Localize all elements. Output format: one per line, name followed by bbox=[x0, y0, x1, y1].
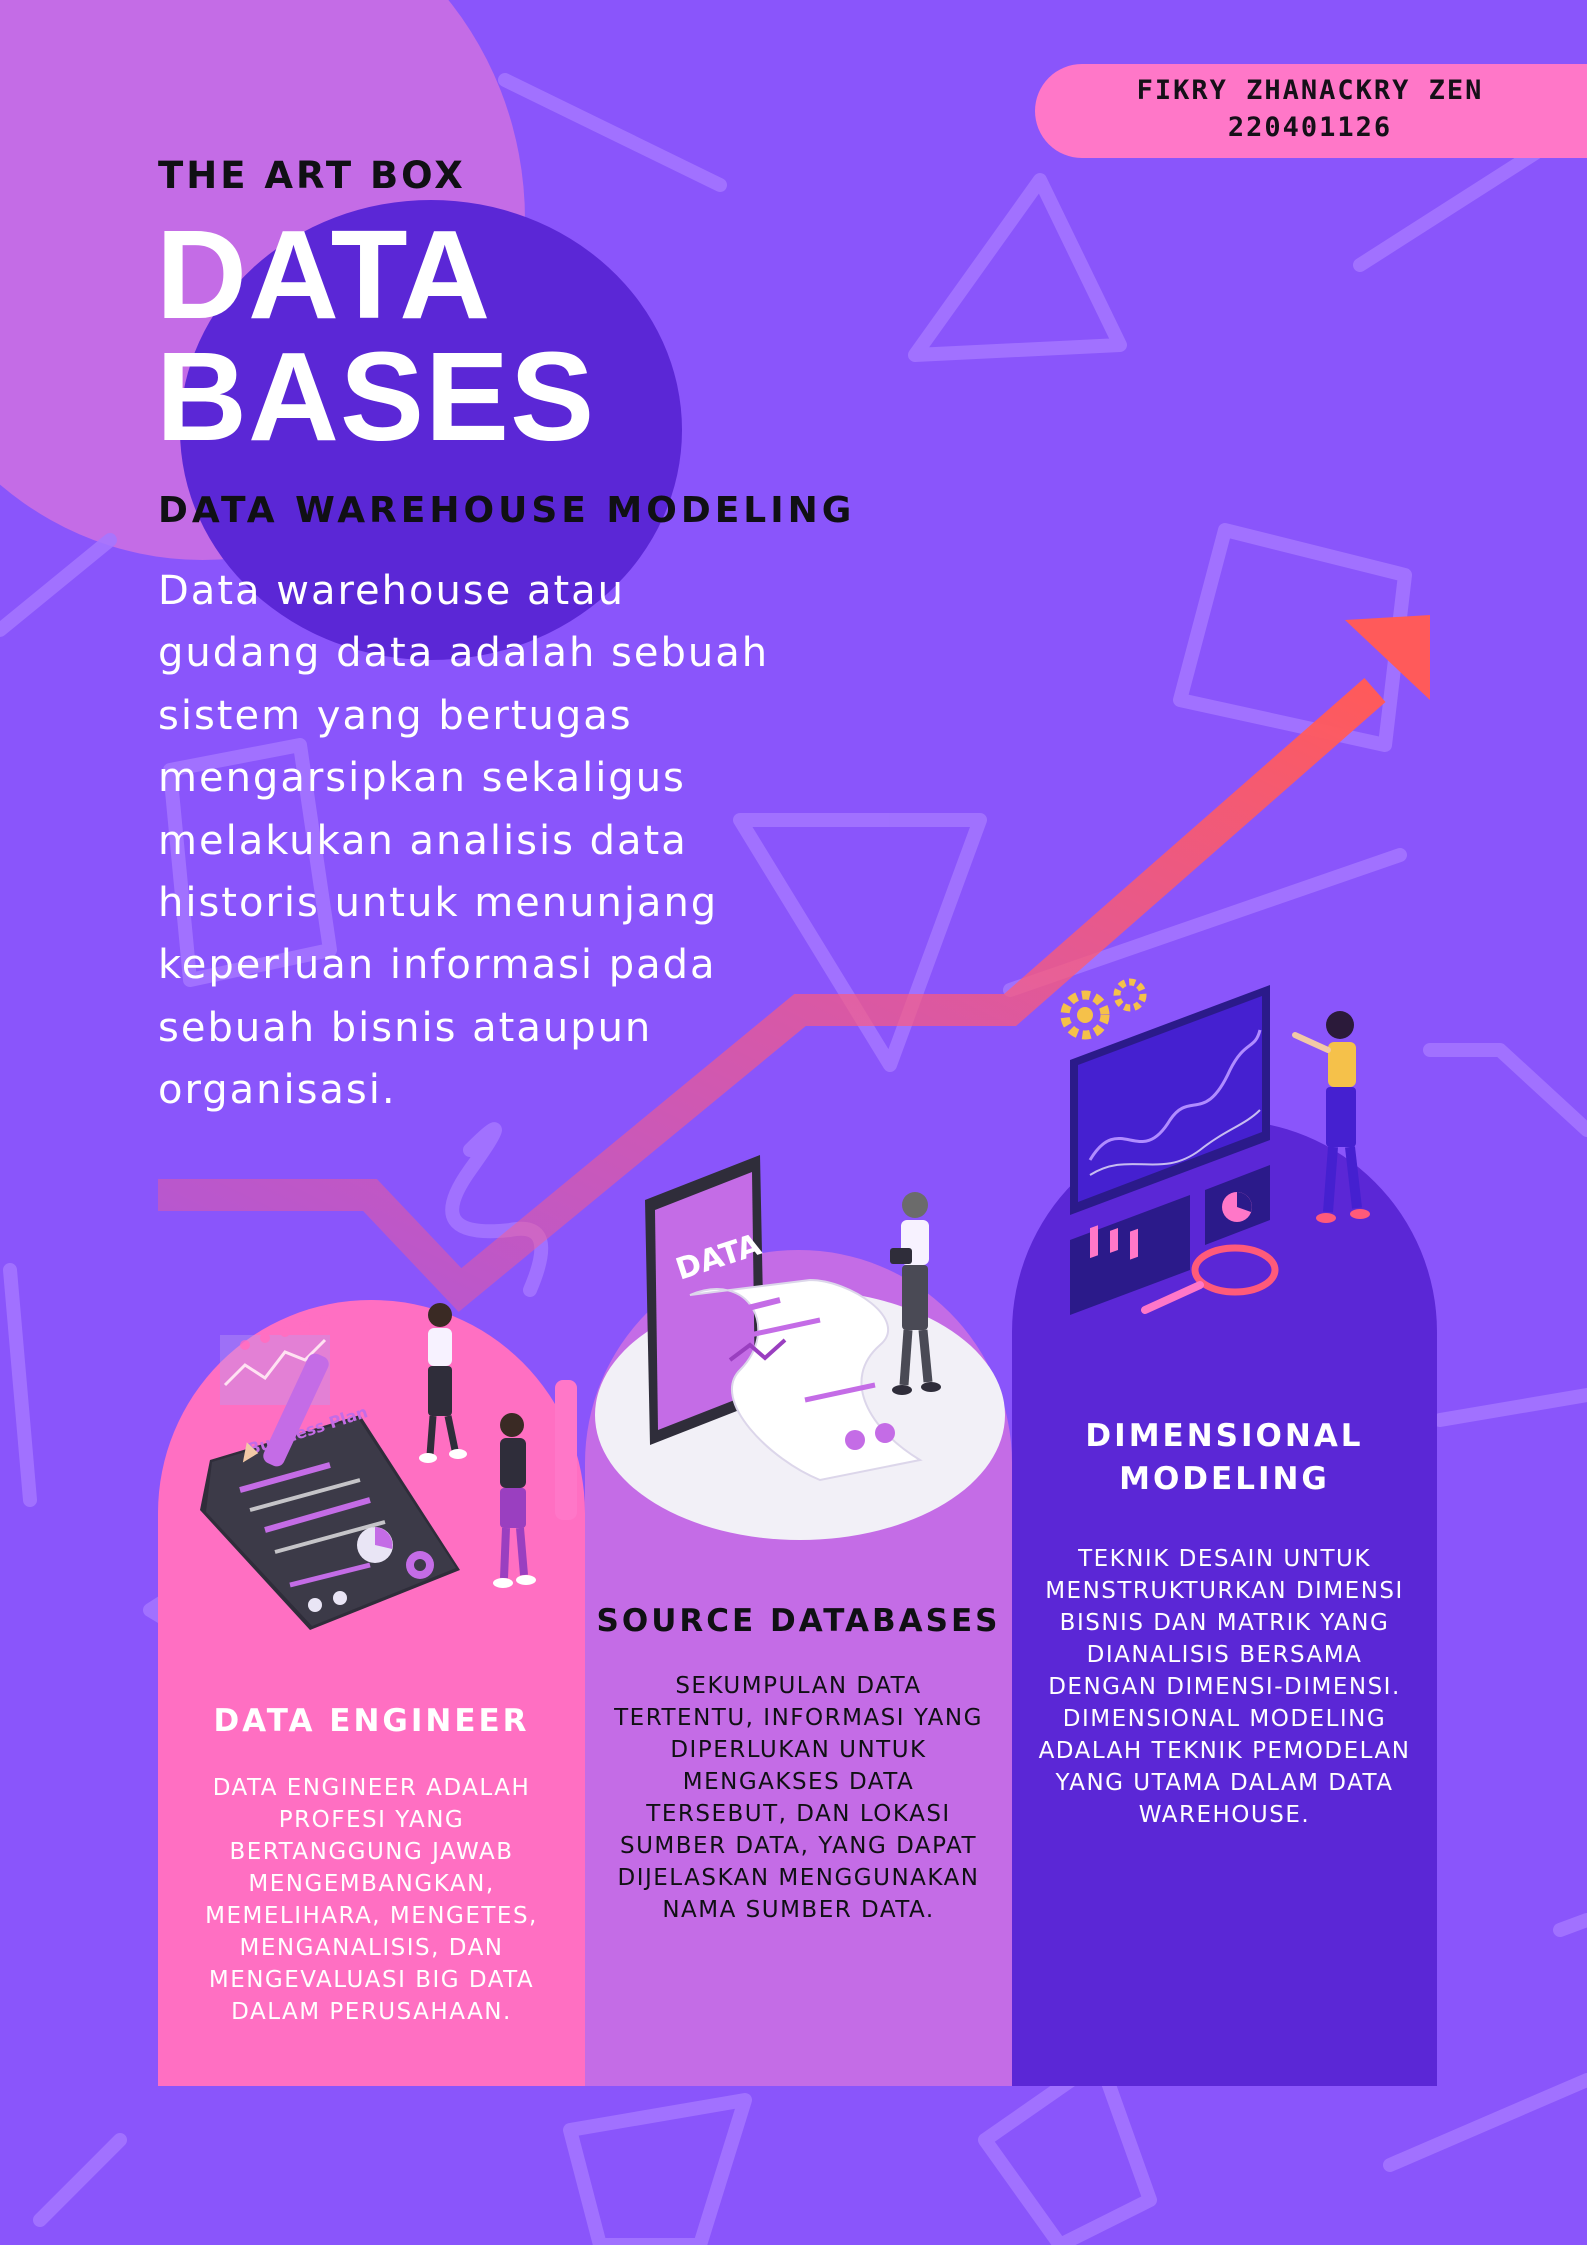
business-plan-illustration: Business Plan bbox=[200, 1303, 577, 1630]
trend-arrow-line bbox=[158, 677, 1386, 1312]
presenter-woman bbox=[1292, 1011, 1370, 1223]
data-phone-illustration: DATA bbox=[595, 1155, 1005, 1540]
column-body-line: DALAM PERUSAHAAN. bbox=[231, 1999, 512, 2025]
deco-square-right bbox=[1173, 523, 1412, 752]
dashboard-illustration bbox=[1060, 978, 1370, 1315]
dimensional-modeling-description: TEKNIK DESAIN UNTUK MENSTRUKTURKAN DIMEN… bbox=[1012, 1543, 1437, 1831]
deco-line-bottom-left bbox=[33, 2133, 127, 2227]
column-body-line: DIMENSIONAL MODELING bbox=[1062, 1706, 1387, 1732]
source-databases-title: SOURCE DATABASES bbox=[585, 1600, 1012, 1643]
intro-line: melakukan analisis data bbox=[158, 817, 688, 864]
column-body-line: MEMELIHARA, MENGETES, bbox=[205, 1903, 538, 1929]
intro-line: sebuah bisnis ataupun bbox=[158, 1004, 653, 1051]
title-line-2: BASES bbox=[156, 326, 596, 467]
intro-line: gudang data adalah sebuah bbox=[158, 630, 770, 677]
author-id: 220401126 bbox=[1227, 112, 1393, 143]
source-databases-description: SEKUMPULAN DATA TERTENTU, INFORMASI YANG… bbox=[585, 1670, 1012, 1926]
intro-paragraph: Data warehouse atau gudang data adalah s… bbox=[158, 560, 818, 1122]
dark-circle-decoration bbox=[180, 200, 682, 660]
deco-shape-bottom-right bbox=[978, 2053, 1157, 2245]
person-with-pencil bbox=[242, 1303, 467, 1467]
kicker-label: THE ART BOX bbox=[158, 154, 466, 197]
deco-triangle-top bbox=[908, 173, 1127, 362]
column-body-line: MENGEVALUASI BIG DATA bbox=[208, 1967, 535, 1993]
intro-line: Data warehouse atau bbox=[158, 568, 626, 614]
intro-line: historis untuk menunjang bbox=[158, 880, 719, 927]
intro-line: sistem yang bertugas bbox=[158, 692, 633, 739]
column-body-line: MENGAKSES DATA bbox=[682, 1769, 915, 1795]
intro-line: organisasi. bbox=[158, 1067, 397, 1114]
column-title-line: SOURCE DATABASES bbox=[596, 1603, 1001, 1639]
column-body-line: NAMA SUMBER DATA. bbox=[662, 1897, 935, 1923]
column-body-line: DIPERLUKAN UNTUK bbox=[670, 1737, 927, 1763]
deco-triangle-mid bbox=[733, 813, 987, 1072]
data-engineer-title: DATA ENGINEER bbox=[158, 1700, 585, 1743]
column-body-line: BERTANGGUNG JAWAB bbox=[229, 1839, 514, 1865]
data-engineer-description: DATA ENGINEER ADALAH PROFESI YANG BERTAN… bbox=[158, 1772, 585, 2028]
column-body-line: TERSEBUT, DAN LOKASI bbox=[646, 1801, 951, 1827]
column-body-line: BISNIS DAN MATRIK YANG bbox=[1059, 1610, 1390, 1636]
deco-triangle-bottom bbox=[563, 2093, 752, 2245]
column-body-line: MENSTRUKTURKAN DIMENSI bbox=[1045, 1578, 1404, 1604]
column-body-line: DIANALISIS BERSAMA bbox=[1086, 1642, 1363, 1668]
deco-square-left bbox=[163, 738, 337, 987]
column-body-line: MENGEMBANGKAN, bbox=[248, 1871, 495, 1897]
woman-with-tablet bbox=[890, 1192, 941, 1395]
column-body-line: SEKUMPULAN DATA bbox=[675, 1673, 922, 1699]
report-paper-icon bbox=[689, 1278, 923, 1482]
phone-icon: DATA bbox=[645, 1155, 766, 1445]
deco-line-right bbox=[1423, 1043, 1587, 1137]
intro-line: keperluan informasi pada bbox=[158, 942, 717, 989]
column-body-line: TEKNIK DESAIN UNTUK bbox=[1078, 1546, 1371, 1572]
page-subtitle: DATA WAREHOUSE MODELING bbox=[158, 490, 856, 531]
intro-line: mengarsipkan sekaligus bbox=[158, 755, 686, 802]
column-body-line: MENGANALISIS, DAN bbox=[239, 1935, 504, 1961]
deco-line-right-top bbox=[1353, 143, 1547, 272]
trend-arrow-head bbox=[1345, 615, 1430, 700]
column-body-line: WAREHOUSE. bbox=[1138, 1802, 1311, 1828]
column-body-line: DIJELASKAN MENGGUNAKAN bbox=[617, 1865, 980, 1891]
dimensional-modeling-title: DIMENSIONAL MODELING bbox=[1012, 1415, 1437, 1501]
column-body-line: ADALAH TEKNIK PEMODELAN bbox=[1038, 1738, 1411, 1764]
column-body-line: SUMBER DATA, YANG DAPAT bbox=[619, 1833, 978, 1859]
column-body-line: PROFESI YANG bbox=[278, 1807, 465, 1833]
author-info: FIKRY ZHANACKRY ZEN 220401126 bbox=[1035, 72, 1585, 146]
column-body-line: TERTENTU, INFORMASI YANG bbox=[614, 1705, 983, 1731]
magnifier-icon bbox=[1141, 1244, 1279, 1314]
deco-line-bottom-right bbox=[1383, 2073, 1587, 2172]
deco-line-top bbox=[498, 73, 727, 192]
gear-icon bbox=[1060, 978, 1147, 1040]
column-body-line: DENGAN DIMENSI-DIMENSI. bbox=[1048, 1674, 1401, 1700]
title-line-1: DATA bbox=[156, 204, 492, 345]
column-title-line: MODELING bbox=[1119, 1461, 1330, 1497]
author-name: FIKRY ZHANACKRY ZEN bbox=[1136, 75, 1484, 106]
deco-line-left bbox=[0, 533, 117, 637]
column-title-line: DATA ENGINEER bbox=[213, 1703, 530, 1739]
deco-line-right-low bbox=[1433, 1388, 1587, 1427]
column-body-line: DATA ENGINEER ADALAH bbox=[212, 1775, 531, 1801]
page-title: DATA BASES bbox=[156, 204, 596, 467]
dashboard-screen-icon bbox=[1070, 985, 1270, 1315]
person-standing bbox=[493, 1380, 577, 1588]
deco-line-left-low bbox=[3, 1263, 37, 1507]
column-title-line: DIMENSIONAL bbox=[1085, 1418, 1364, 1454]
document-icon: Business Plan bbox=[200, 1402, 460, 1630]
deco-line-edge bbox=[1553, 1913, 1587, 1937]
name-badge bbox=[1035, 64, 1587, 158]
column-body-line: YANG UTAMA DALAM DATA bbox=[1055, 1770, 1394, 1796]
